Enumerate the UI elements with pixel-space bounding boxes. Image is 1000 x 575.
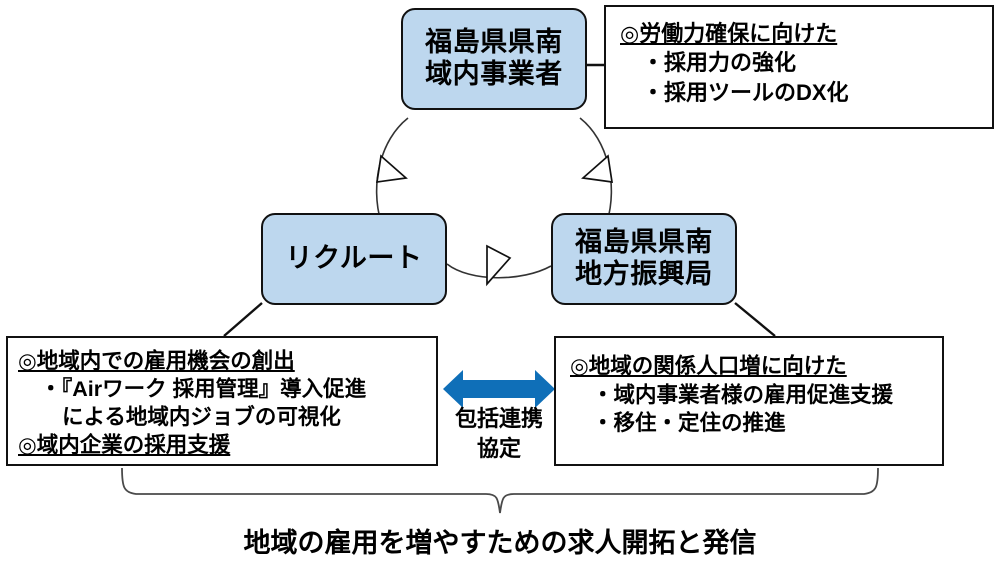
textbox-line: ・採用ツールのDX化 [642,79,849,105]
cycle-arrowhead-right [581,154,614,183]
node-left-line1: リクルート [285,243,423,274]
cycle-arc-left [375,117,409,223]
node-fukushima-kennan-employers[interactable]: 福島県県南 域内事業者 [401,8,587,110]
textbox-bureau-initiatives: ◎地域の関係人口増に向けた ・域内事業者様の雇用促進支援 ・移住・定住の推進 [554,336,944,466]
agreement-label-line1: 包括連携 [454,406,543,431]
node-right-line2: 地方振興局 [575,259,713,289]
cycle-arc-right [579,117,613,223]
node-top-line1: 福島県県南 [425,27,563,58]
textbox-line: による地域内ジョブの可視化 [62,404,341,429]
agreement-label: 包括連携 協定 [440,404,558,463]
cycle-arc-bottom [446,263,552,279]
textbox-line: ◎地域内での雇用機会の創出 [18,349,295,373]
node-right-line1: 福島県県南 [575,227,713,258]
node-recruit[interactable]: リクルート [261,213,447,305]
cycle-arrowhead-bottom [486,244,512,287]
bottom-caption: 地域の雇用を増やすための求人開拓と発信 [243,528,757,558]
connector-right-to-bottomright [734,302,776,337]
bottom-brace [121,467,879,514]
agreement-label-line2: 協定 [476,435,521,461]
textbox-line: ・『Airワーク 採用管理』導入促進 [40,376,367,401]
textbox-line: ◎地域の関係人口増に向けた [570,354,847,378]
node-top-line2: 域内事業者 [425,59,563,89]
connector-left-to-bottomleft [223,302,263,337]
textbox-line: ◎労働力確保に向けた [620,21,838,46]
cycle-arrowhead-left [375,154,408,183]
node-fukushima-kennan-bureau[interactable]: 福島県県南 地方振興局 [551,213,737,305]
double-arrow-icon [443,370,555,408]
textbox-line: ・域内事業者様の雇用促進支援 [592,382,894,407]
textbox-line: ・採用力の強化 [642,50,797,76]
textbox-line: ◎域内企業の採用支援 [18,432,231,457]
textbox-workforce-securing: ◎労働力確保に向けた ・採用力の強化 ・採用ツールのDX化 [604,5,994,129]
textbox-recruit-initiatives: ◎地域内での雇用機会の創出 ・『Airワーク 採用管理』導入促進 による地域内ジ… [6,336,438,466]
textbox-line: ・移住・定住の推進 [592,411,786,436]
